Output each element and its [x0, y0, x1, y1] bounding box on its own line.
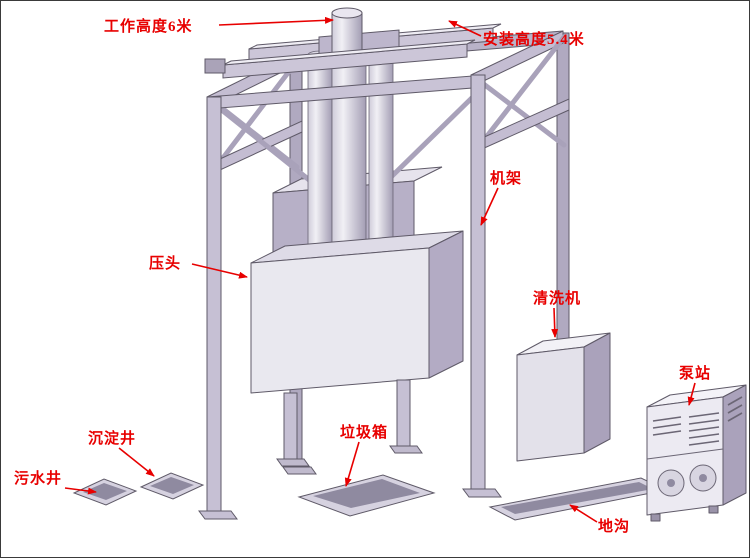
label-pump-station: 泵站 [679, 366, 712, 382]
ground-trench [488, 477, 668, 521]
annotation-arrows [64, 16, 696, 523]
pump-station [646, 384, 747, 522]
arrow-garbage-bin [344, 441, 360, 487]
garbage-bin-pit [297, 474, 436, 517]
arrow-working-height [218, 16, 334, 26]
press-box-legs [276, 379, 423, 467]
label-frame: 机架 [490, 171, 523, 187]
label-garbage-bin: 垃圾箱 [340, 425, 389, 441]
arrow-pump-station [687, 382, 696, 406]
label-working-height: 工作高度6米 [104, 19, 193, 35]
arrow-settling-well [118, 447, 155, 477]
label-washer: 清洗机 [533, 291, 582, 307]
arrow-washer [551, 307, 559, 338]
front-legs [198, 74, 502, 520]
arrow-sewage-well [64, 487, 97, 495]
washing-machine [516, 332, 611, 462]
sewage-well-pit [72, 478, 138, 506]
arrow-press-head [191, 263, 248, 279]
settling-well-pit [139, 472, 205, 500]
arrow-trench [569, 504, 598, 523]
pump-vent-grilles [652, 396, 743, 446]
front-braces [220, 86, 484, 186]
arrow-install-height [448, 20, 482, 37]
label-install-height: 安装高度5.4米 [483, 32, 585, 48]
label-press-head: 压头 [149, 256, 182, 272]
label-sewage-well: 污水井 [14, 471, 63, 487]
label-settling-well: 沉淀井 [88, 431, 137, 447]
label-trench: 地沟 [598, 519, 631, 535]
top-rail-front [204, 39, 476, 79]
side-braces [206, 34, 570, 177]
press-head-box [250, 230, 464, 394]
pump-fan-ports [657, 464, 717, 497]
arrow-frame [480, 187, 499, 226]
